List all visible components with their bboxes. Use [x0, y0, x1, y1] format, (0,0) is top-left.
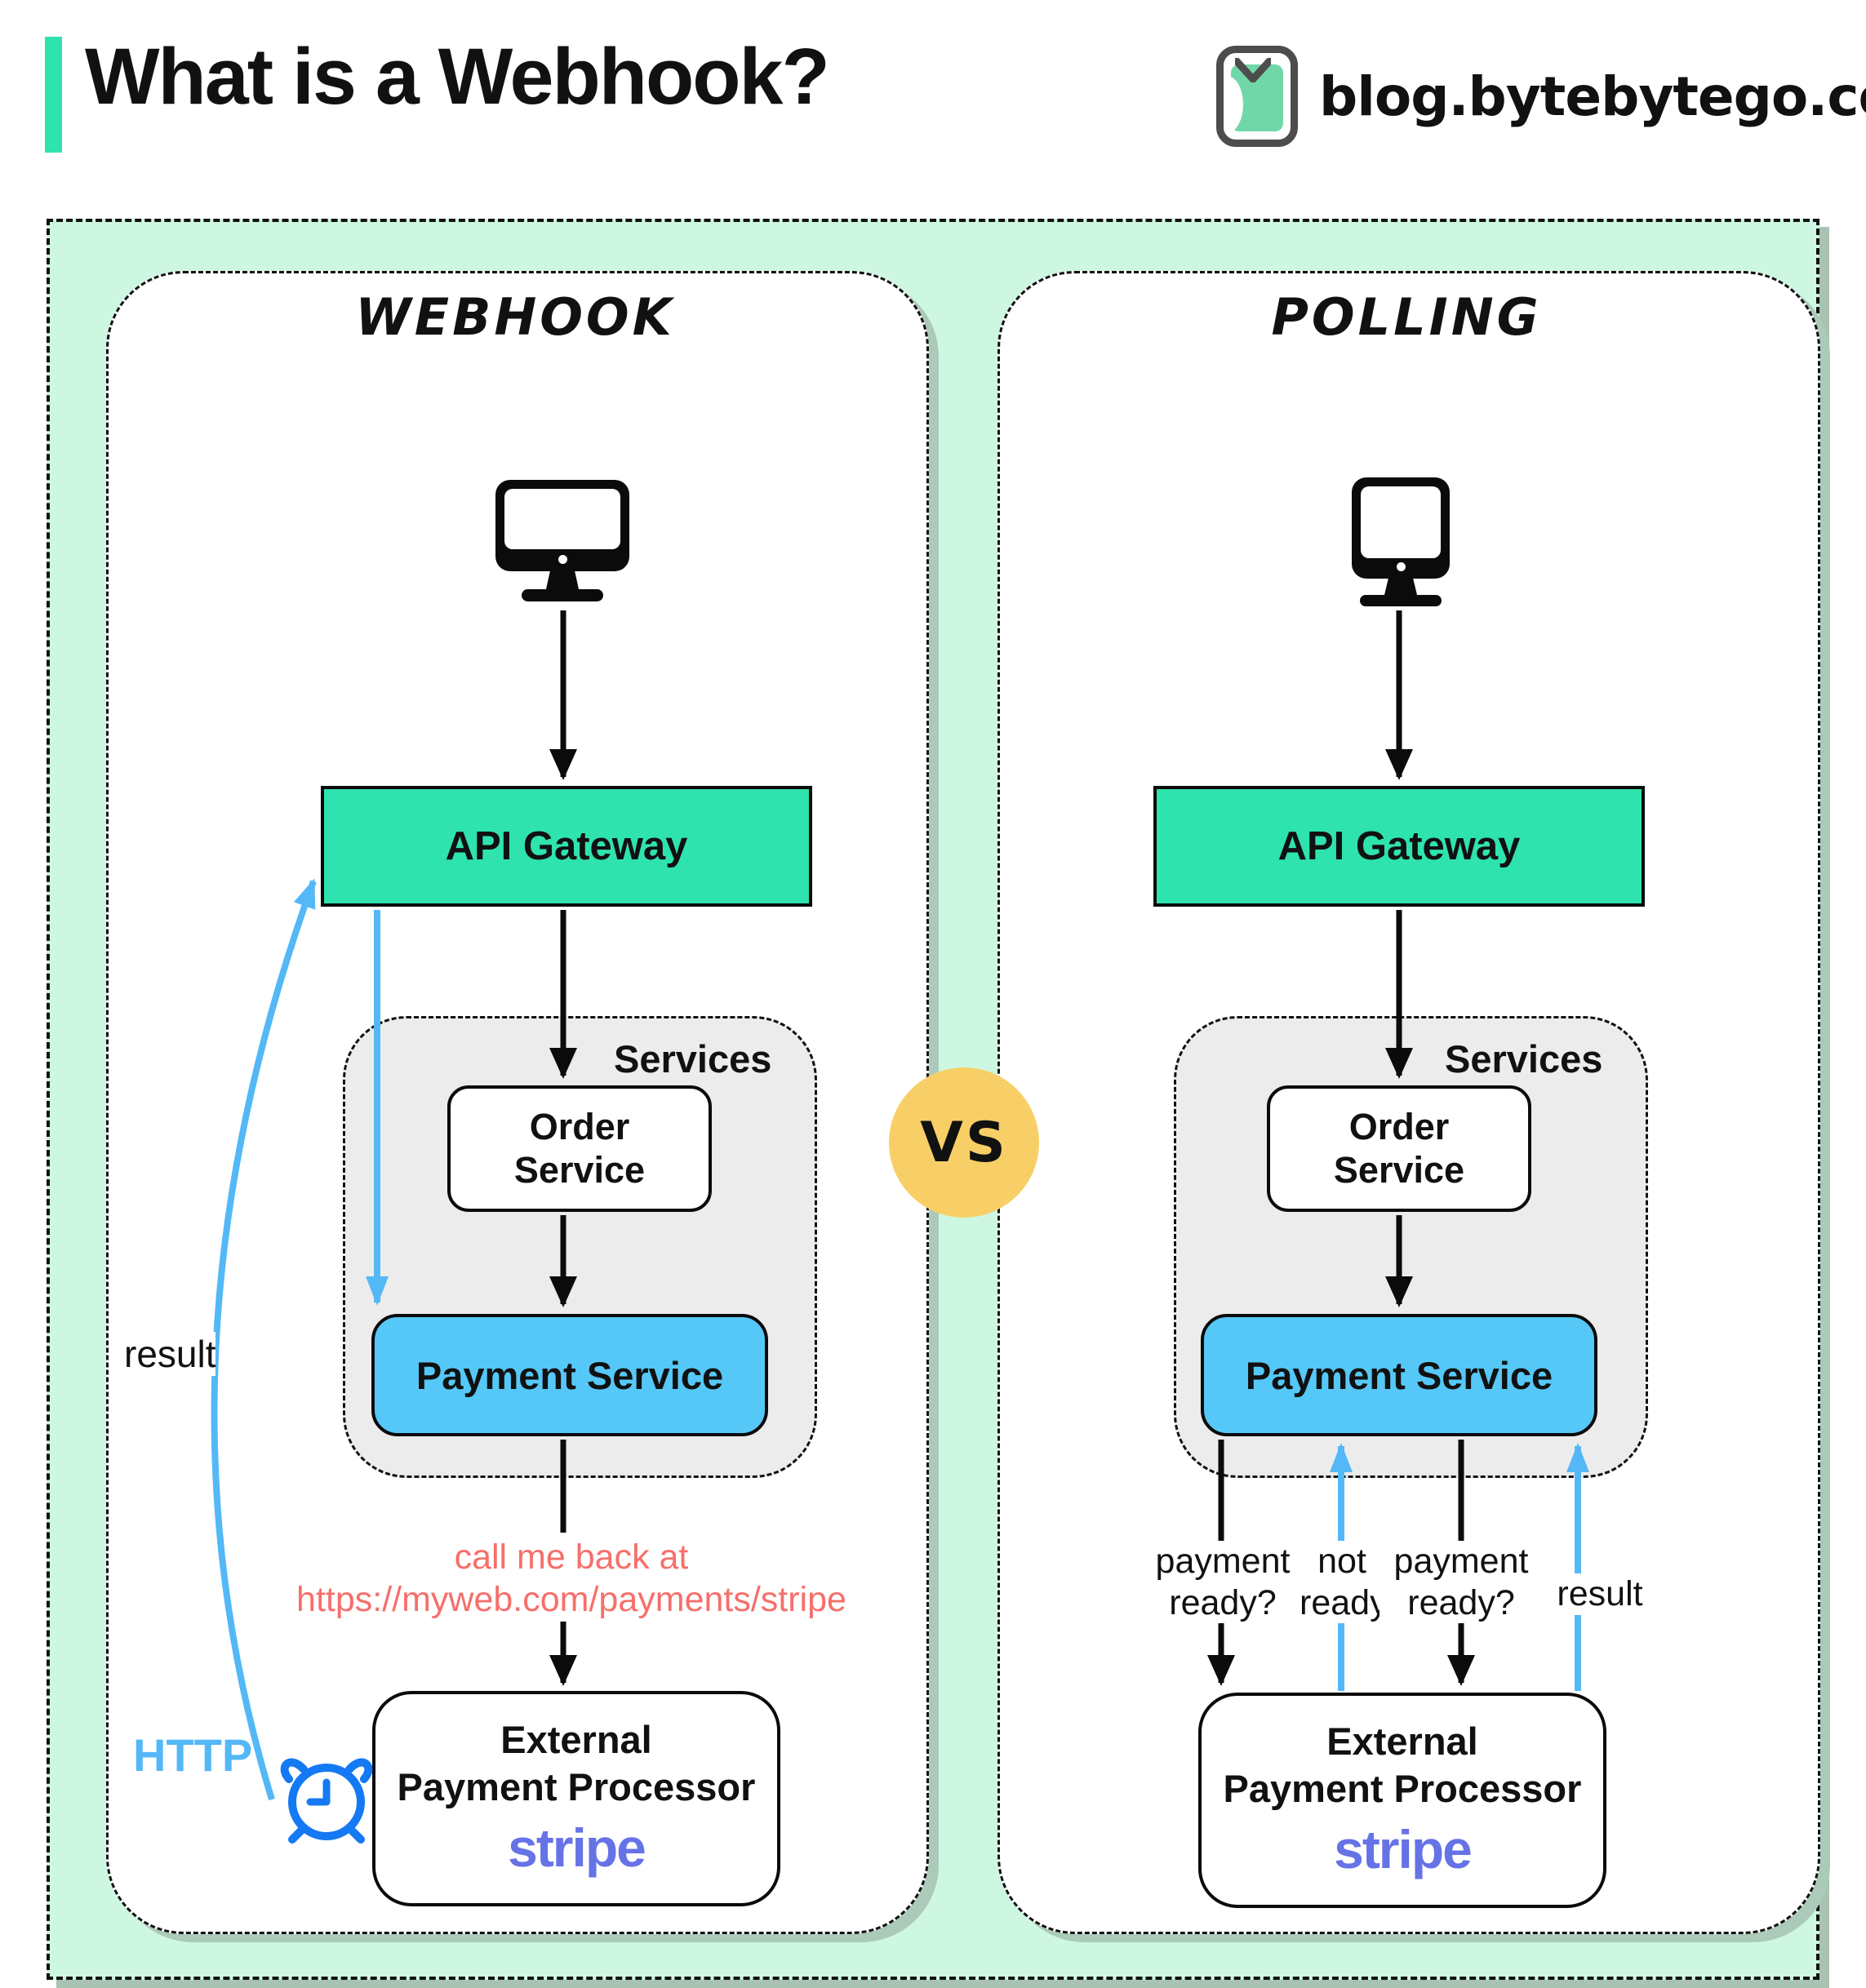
logo-check-mark [1235, 58, 1271, 82]
external-line1: External [500, 1718, 652, 1762]
payment-service-label: Payment Service [1245, 1353, 1553, 1397]
poll-label-payment-ready-1: payment ready? [1141, 1541, 1304, 1624]
http-label: HTTP [133, 1729, 253, 1781]
webhook-panel-title: Webhook [355, 287, 675, 347]
external-line2: Payment Processor [397, 1764, 756, 1808]
order-service-line2: Service [513, 1148, 646, 1191]
site-brand: blog.bytebytego.com [1216, 46, 1866, 147]
services-label-webhook: Services [614, 1037, 772, 1081]
stripe-logo: stripe [508, 1817, 646, 1879]
callback-note: call me back at https://myweb.com/paymen… [245, 1536, 898, 1622]
order-service-line1: Order [529, 1106, 630, 1148]
poll-label-result: result [1543, 1573, 1657, 1615]
external-processor-box-polling: External Payment Processor stripe [1198, 1693, 1606, 1908]
page-title: What is a Webhook? [85, 32, 830, 121]
api-gateway-label: API Gateway [1277, 824, 1521, 868]
external-line1: External [1326, 1720, 1478, 1764]
services-label-polling: Services [1445, 1037, 1603, 1081]
polling-panel-title: Polling [1271, 287, 1542, 347]
external-processor-box-webhook: External Payment Processor stripe [372, 1691, 780, 1906]
bytebytego-logo-icon [1216, 46, 1298, 147]
site-url: blog.bytebytego.com [1319, 64, 1866, 128]
payment-service-label: Payment Service [415, 1353, 724, 1397]
stripe-logo: stripe [1334, 1819, 1473, 1880]
payment-service-box-webhook: Payment Service [371, 1314, 768, 1436]
order-service-box-webhook: Order Service [447, 1085, 712, 1212]
order-service-line1: Order [1348, 1106, 1450, 1148]
result-label-webhook: result [124, 1332, 216, 1376]
vs-label: VS [920, 1110, 1008, 1175]
external-line2: Payment Processor [1223, 1766, 1582, 1810]
alarm-clock-icon [280, 1758, 373, 1844]
callback-note-url: https://myweb.com/payments/stripe [296, 1580, 846, 1620]
desktop-monitor-icon [495, 480, 629, 604]
api-gateway-box-webhook: API Gateway [321, 786, 812, 907]
api-gateway-label: API Gateway [445, 824, 688, 868]
poll-label-not-ready: not ready [1300, 1541, 1388, 1624]
payment-service-box-polling: Payment Service [1201, 1314, 1597, 1436]
poll-label-payment-ready-2: payment ready? [1380, 1541, 1543, 1624]
vs-badge: VS [889, 1067, 1039, 1218]
desktop-monitor-icon [1352, 477, 1450, 606]
order-service-line2: Service [1333, 1148, 1465, 1191]
order-service-box-polling: Order Service [1267, 1085, 1531, 1212]
callback-note-line1: call me back at [454, 1538, 689, 1577]
api-gateway-box-polling: API Gateway [1153, 786, 1645, 907]
title-accent-bar [45, 37, 62, 153]
